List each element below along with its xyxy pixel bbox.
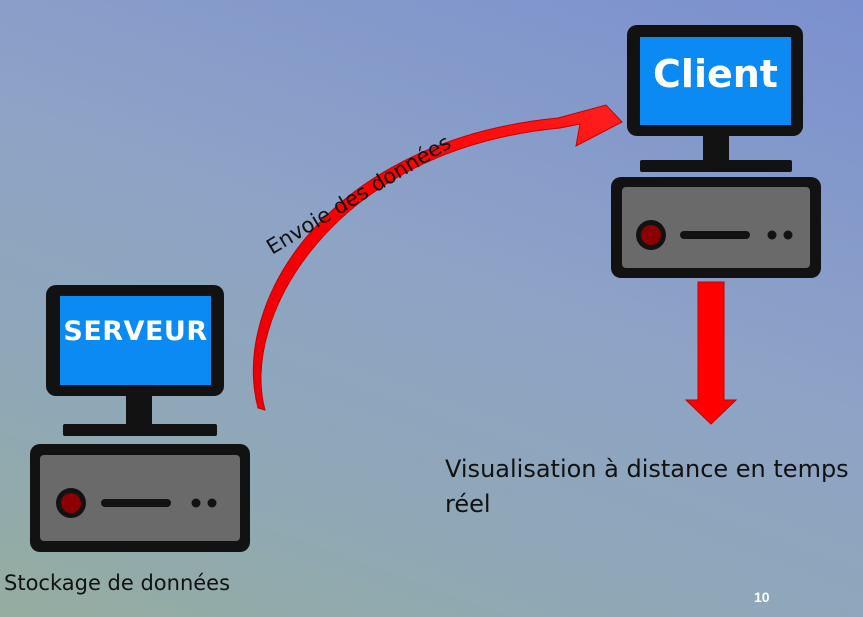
server-neck (126, 396, 152, 426)
client-drive-slot (680, 231, 750, 239)
transfer-arrow-label: Envoie des données (262, 130, 455, 259)
server-case-panel (40, 455, 240, 541)
server-caption: Stockage de données (4, 571, 231, 595)
client-caption-line-1: Visualisation à distance en temps (445, 455, 849, 483)
client-led-1 (767, 230, 777, 240)
server-drive-slot (101, 499, 171, 507)
server-stand (63, 424, 217, 436)
server-screen-label: SERVEUR (63, 316, 208, 347)
client-caption: Visualisation à distance en temps réel (445, 452, 849, 522)
transfer-arrow-body (253, 104, 623, 411)
client-case-panel (622, 187, 810, 268)
down-arrow (684, 281, 738, 425)
server-led-1 (191, 498, 201, 508)
server-computer (30, 285, 250, 552)
transfer-arrow (253, 104, 623, 411)
server-screen (60, 296, 211, 385)
server-power-button-inner (61, 493, 81, 513)
client-screen-label: Client (653, 52, 778, 96)
client-power-button-inner (641, 225, 661, 245)
client-computer (611, 25, 821, 278)
down-arrow-shape (684, 281, 738, 425)
server-led-2 (207, 498, 217, 508)
slide-number: 10 (754, 589, 770, 605)
client-screen (640, 37, 791, 125)
client-caption-line-2: réel (445, 490, 491, 518)
client-stand (640, 160, 792, 172)
client-led-2 (783, 230, 793, 240)
